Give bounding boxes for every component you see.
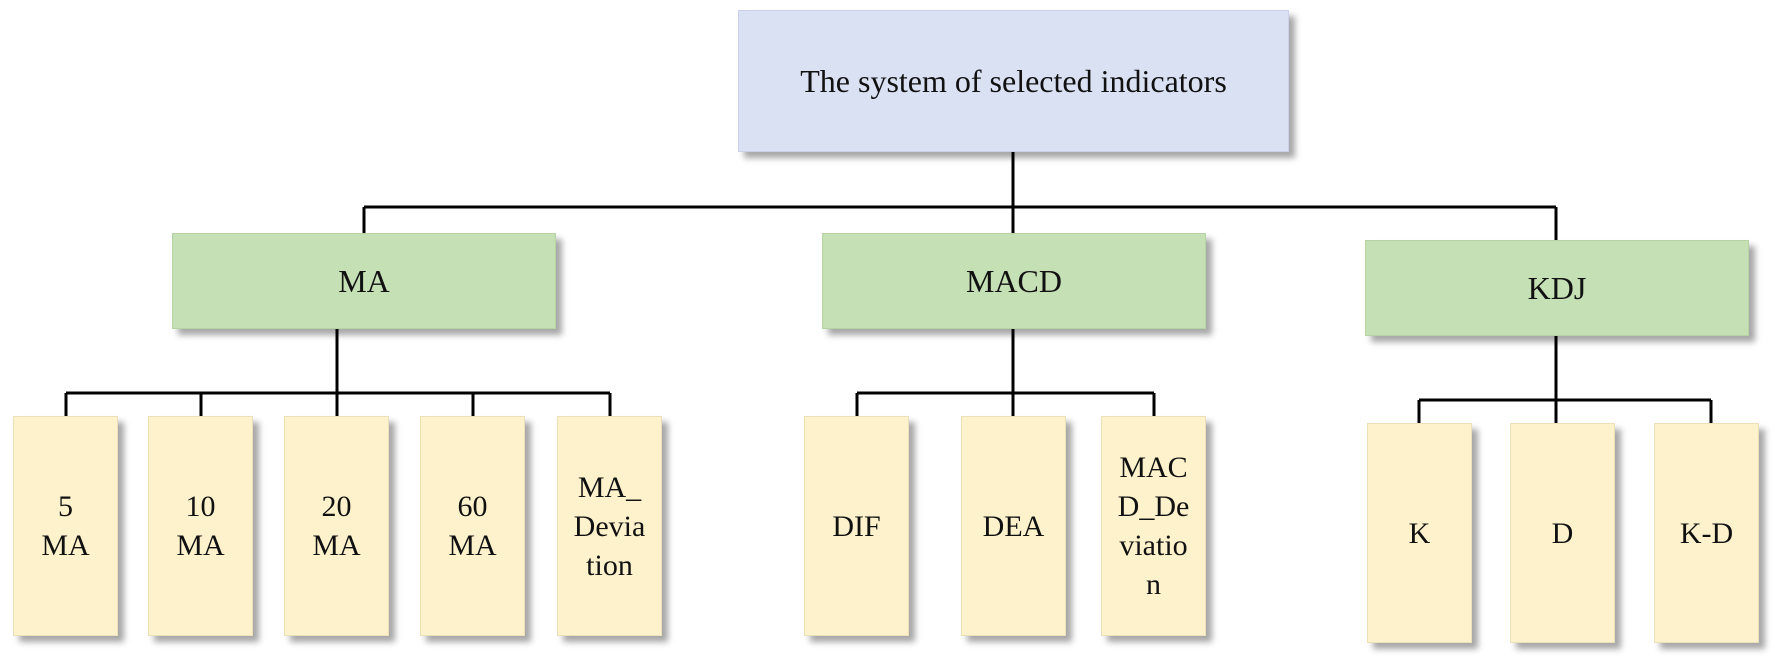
leaf-node-dea: DEA (961, 416, 1066, 636)
leaf-label-line: MA (448, 529, 497, 562)
leaf-label-line: MA (176, 529, 225, 562)
leaf-label-line: 60 (457, 490, 488, 523)
leaf-label-line: viatio (1119, 529, 1188, 562)
leaf-label-line: K-D (1679, 516, 1734, 550)
group-label: KDJ (1527, 269, 1587, 306)
leaf-label-line: MAC (1119, 451, 1188, 484)
leaf-label-line: MA (312, 529, 361, 562)
group-node-kdj: KDJ (1365, 240, 1749, 336)
leaf-node-ma-deviation: MA_ Devia tion (557, 416, 662, 636)
leaf-label-line: tion (586, 548, 633, 582)
group-label: MA (338, 262, 390, 299)
leaf-node-dif: DIF (804, 416, 909, 636)
leaf-label-line: MA (41, 529, 90, 562)
group-node-macd: MACD (822, 233, 1206, 329)
group-label: MACD (965, 262, 1062, 299)
leaf-label-line: 20 (321, 490, 352, 523)
leaf-label-line: 5 (58, 490, 73, 523)
root-label: The system of selected indicators (800, 62, 1227, 99)
leaf-label-line: D_De (1117, 490, 1190, 523)
leaf-node-d: D (1510, 423, 1615, 643)
leaf-label-line: DEA (982, 509, 1045, 543)
leaf-label-line: n (1146, 568, 1161, 601)
leaf-label-line: Devia (573, 509, 646, 543)
group-node-ma: MA (172, 233, 556, 329)
leaf-label-line: 10 (185, 490, 216, 523)
leaf-label-line: D (1551, 516, 1574, 550)
leaf-node-k: K (1367, 423, 1472, 643)
leaf-label-line: MA_ (577, 470, 642, 504)
leaf-label-line: K (1408, 516, 1431, 550)
leaf-node-k-d: K-D (1654, 423, 1759, 643)
root-node: The system of selected indicators (738, 10, 1289, 152)
leaf-label-line: DIF (832, 509, 881, 543)
